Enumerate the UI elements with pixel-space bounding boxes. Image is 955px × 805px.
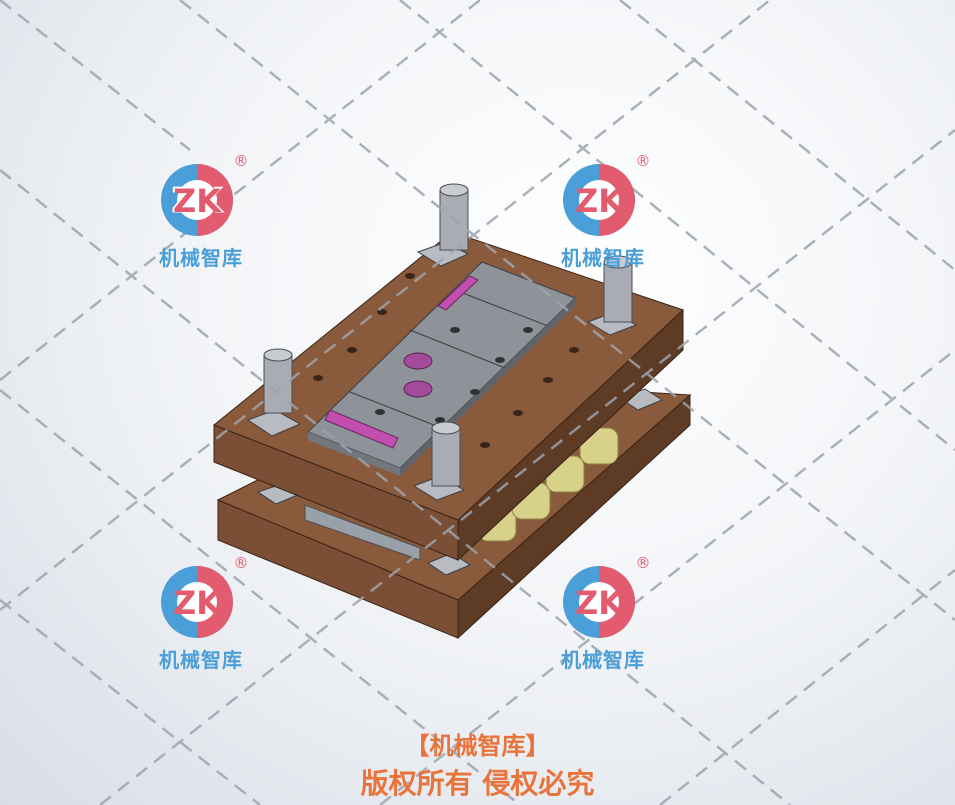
- footer-title: 【机械智库】: [405, 732, 550, 760]
- watermark-logo-bottom-left: ZK ® 机械智库: [146, 552, 256, 673]
- watermark-logo-top-left: ZK ZK ® 机械智库: [146, 150, 256, 271]
- watermark-logo-top-right: ZK ® 机械智库: [548, 150, 658, 271]
- plate-holes: [313, 273, 579, 448]
- watermark-label: 机械智库: [159, 648, 243, 672]
- watermark-label: 机械智库: [561, 648, 645, 672]
- guide-posts: [263, 183, 633, 487]
- svg-text:ZK: ZK: [173, 584, 222, 622]
- footer-subtitle: 版权所有 侵权必究: [360, 767, 595, 800]
- gear-logo-icon: ZK ®: [563, 554, 651, 638]
- svg-text:ZK: ZK: [172, 181, 225, 221]
- svg-text:ZK: ZK: [173, 182, 222, 220]
- svg-text:ZK: ZK: [575, 584, 624, 622]
- gear-logo-icon: ZK ZK ®: [161, 152, 249, 236]
- gear-logo-icon: ZK ®: [161, 554, 249, 638]
- gear-logo-icon: ZK ®: [563, 152, 651, 236]
- svg-text:®: ®: [234, 152, 249, 170]
- watermark-label: 机械智库: [159, 246, 243, 270]
- watermark-label: 机械智库: [561, 246, 645, 270]
- svg-text:®: ®: [636, 554, 651, 572]
- svg-text:®: ®: [636, 152, 651, 170]
- die-block: [304, 504, 421, 561]
- svg-text:®: ®: [234, 554, 249, 572]
- svg-text:ZK: ZK: [575, 182, 624, 220]
- watermark-logo-bottom-right: ZK ® 机械智库: [548, 552, 658, 673]
- punch-parts: [324, 275, 479, 449]
